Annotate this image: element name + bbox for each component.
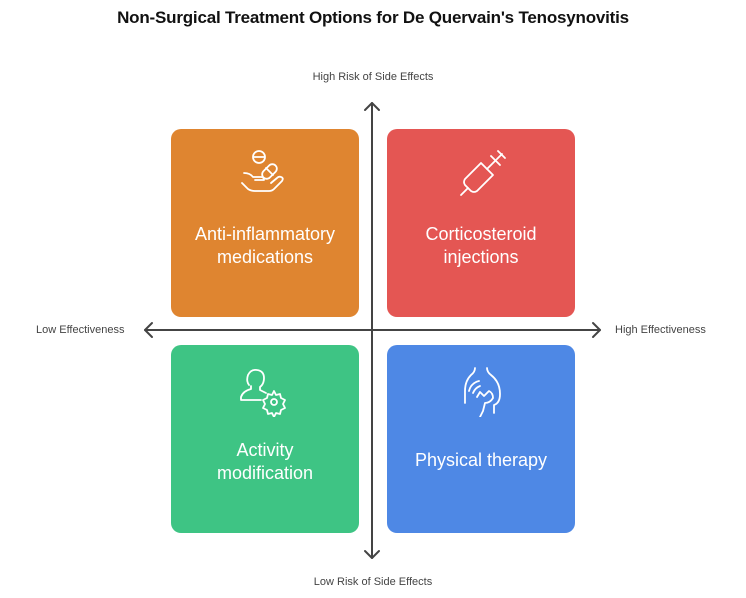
quadrant-activity-modification: Activity modification (171, 345, 359, 533)
arrow-left-icon (144, 322, 153, 338)
quadrant-label: Activity modification (216, 440, 314, 483)
syringe-icon (460, 150, 506, 196)
quadrant-physical-therapy: Physical therapy (387, 345, 575, 533)
arrow-up-icon (364, 102, 380, 111)
axis-label-low-effectiveness: Low Effectiveness (36, 324, 125, 336)
arrow-right-icon (592, 322, 601, 338)
quadrant-label: Corticosteroid injections (425, 224, 537, 267)
quadrant-label: Anti-inflammatory medications (194, 224, 336, 267)
quadrant-corticosteroid: Corticosteroid injections (387, 129, 575, 317)
quadrant-anti-inflammatory: Anti-inflammatory medications (171, 129, 359, 317)
axis-label-high-risk: High Risk of Side Effects (312, 71, 434, 83)
diagram-title: Non-Surgical Treatment Options for De Qu… (117, 8, 629, 27)
user-gear-icon (240, 368, 286, 417)
massage-shoulder-icon (464, 367, 501, 417)
quadrant-label: Physical therapy (414, 450, 548, 470)
arrow-down-icon (364, 550, 380, 559)
axis-label-high-effectiveness: High Effectiveness (615, 324, 706, 336)
hand-pills-icon (241, 150, 284, 192)
axis-label-low-risk: Low Risk of Side Effects (313, 576, 433, 588)
